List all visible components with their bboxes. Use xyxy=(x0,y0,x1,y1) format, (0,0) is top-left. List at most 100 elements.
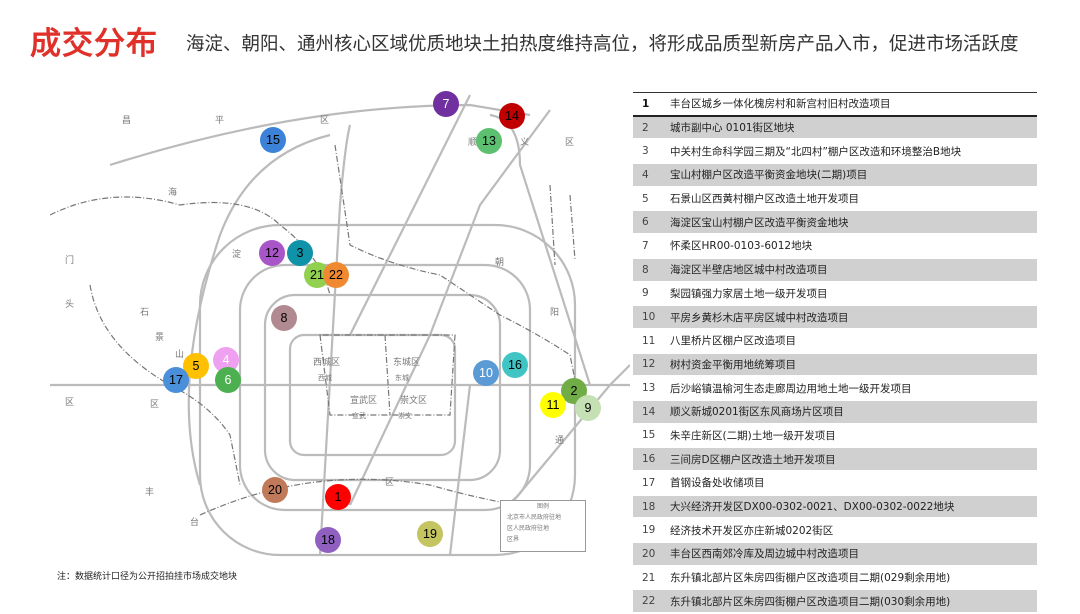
project-marker-1[interactable]: 1 xyxy=(325,484,351,510)
map-label: 丰 xyxy=(145,486,154,498)
row-number: 21 xyxy=(642,571,656,584)
row-number: 4 xyxy=(633,162,670,188)
project-marker-17[interactable]: 17 xyxy=(163,367,189,393)
footnote: 注：数据统计口径为公开招拍挂市场成交地块 xyxy=(57,572,238,582)
project-name: 首钢设备处收储项目 xyxy=(670,477,765,490)
district-boundary-core xyxy=(384,334,391,416)
project-marker-14[interactable]: 14 xyxy=(499,103,525,129)
project-marker-20[interactable]: 20 xyxy=(262,477,288,503)
row-number: 9 xyxy=(642,287,649,300)
row-number: 20 xyxy=(633,541,670,567)
map-label: 石 xyxy=(140,308,149,318)
table-row: 13 后沙峪镇温榆河生态走廊周边用地土地一级开发项目 xyxy=(633,376,1037,400)
map-label: 平 xyxy=(215,115,224,126)
map-label: 山 xyxy=(175,349,184,360)
project-name: 平房乡黄杉木店平房区城中村改造项目 xyxy=(670,304,1037,330)
project-name: 石景山区西黄村棚户区改造土地开发项目 xyxy=(670,193,859,206)
map-label: 朝 xyxy=(495,257,504,268)
project-marker-8[interactable]: 8 xyxy=(271,305,297,331)
map-label: 淀 xyxy=(232,248,241,260)
row-number: 6 xyxy=(633,209,670,236)
project-name: 城市副中心 0101街区地块 xyxy=(670,114,1037,141)
map-label: 顺 xyxy=(468,137,477,148)
map-label: 海 xyxy=(168,186,177,198)
project-name: 三间房D区棚户区改造土地开发项目 xyxy=(670,446,1037,472)
project-name: 丰台区西南郊冷库及周边城中村改造项目 xyxy=(670,541,1037,567)
legend-item-district-government: 区人民政府驻地 xyxy=(507,525,550,532)
project-marker-10[interactable]: 10 xyxy=(473,360,499,386)
map-label: 东城区 xyxy=(393,356,420,368)
project-marker-16[interactable]: 16 xyxy=(502,352,528,378)
map-label: 景 xyxy=(155,332,164,343)
north-road xyxy=(109,103,531,167)
project-marker-15[interactable]: 15 xyxy=(260,127,286,153)
row-number: 5 xyxy=(642,192,649,205)
south-road xyxy=(448,384,472,556)
row-number: 18 xyxy=(633,493,670,520)
map-label: 西城 xyxy=(318,374,332,382)
project-name: 怀柔区HR00-0103-6012地块 xyxy=(670,240,813,253)
map-label: 崇文区 xyxy=(400,394,427,406)
page-title: 成交分布 xyxy=(30,26,158,62)
project-marker-11[interactable]: 11 xyxy=(540,392,566,418)
row-number: 10 xyxy=(633,304,670,330)
map-label: 门 xyxy=(65,254,74,266)
map-label: 宣武 xyxy=(352,411,366,420)
table-row: 11 八里桥片区棚户区改造项目 xyxy=(633,329,1037,353)
row-number: 14 xyxy=(633,398,670,425)
project-marker-18[interactable]: 18 xyxy=(315,527,341,553)
project-name: 中关村生命科学园三期及“北四村”棚户区改造和环境整治B地块 xyxy=(670,145,962,158)
map-label: 区 xyxy=(320,115,329,126)
map-label: 西城区 xyxy=(313,357,340,368)
district-labels: 昌 平 区 海 淀 门 头 石 景 山 区 顺 义 区 朝 阳 西城区 东城区 … xyxy=(65,115,574,528)
row-number: 22 xyxy=(633,588,670,614)
project-name: 东升镇北部片区朱房四街棚户区改造项目二期(030剩余用地) xyxy=(670,588,1037,614)
table-row: 5 石景山区西黄村棚户区改造土地开发项目 xyxy=(633,187,1037,211)
airport-expressway xyxy=(349,109,551,506)
project-marker-3[interactable]: 3 xyxy=(287,240,313,266)
project-name: 经济技术开发区亦庄新城0202街区 xyxy=(670,524,834,537)
map-label: 区 xyxy=(565,137,574,148)
project-marker-12[interactable]: 12 xyxy=(259,240,285,266)
ring-road-4 xyxy=(238,263,532,512)
jingjin-expressway xyxy=(509,364,631,506)
project-marker-6[interactable]: 6 xyxy=(215,367,241,393)
row-number: 19 xyxy=(642,524,656,537)
row-number: 3 xyxy=(642,145,649,158)
beijing-map: 昌 平 区 海 淀 门 头 石 景 山 区 顺 义 区 朝 阳 西城区 东城区 … xyxy=(49,85,631,565)
map-label: 阳 xyxy=(550,307,559,318)
row-number: 13 xyxy=(642,382,656,395)
district-boundary xyxy=(549,184,576,266)
project-name: 大兴经济开发区DX00-0302-0021、DX00-0302-0022地块 xyxy=(670,493,1037,520)
west-ring-road xyxy=(187,133,331,486)
page-subtitle: 海淀、朝阳、通州核心区域优质地块土拍热度维持高位，将形成品质型新房产品入市，促进… xyxy=(186,34,1019,55)
map-label: 通 xyxy=(555,435,564,446)
project-name: 后沙峪镇温榆河生态走廊周边用地土地一级开发项目 xyxy=(670,382,912,395)
table-row: 7 怀柔区HR00-0103-6012地块 xyxy=(633,234,1037,258)
project-marker-22[interactable]: 22 xyxy=(323,262,349,288)
row-number: 7 xyxy=(642,239,649,252)
project-marker-19[interactable]: 19 xyxy=(417,521,443,547)
map-label: 昌 xyxy=(122,115,131,126)
project-marker-9[interactable]: 9 xyxy=(575,395,601,421)
row-number: 8 xyxy=(633,256,670,283)
project-name: 八里桥片区棚户区改造项目 xyxy=(670,335,796,348)
table-row: 19 经济技术开发区亦庄新城0202街区 xyxy=(633,518,1037,542)
project-marker-7[interactable]: 7 xyxy=(433,91,459,117)
row-number: 12 xyxy=(633,351,670,378)
legend-title: 图例 xyxy=(536,503,549,510)
project-marker-13[interactable]: 13 xyxy=(476,128,502,154)
row-number: 11 xyxy=(642,334,656,347)
west-road xyxy=(318,124,352,556)
